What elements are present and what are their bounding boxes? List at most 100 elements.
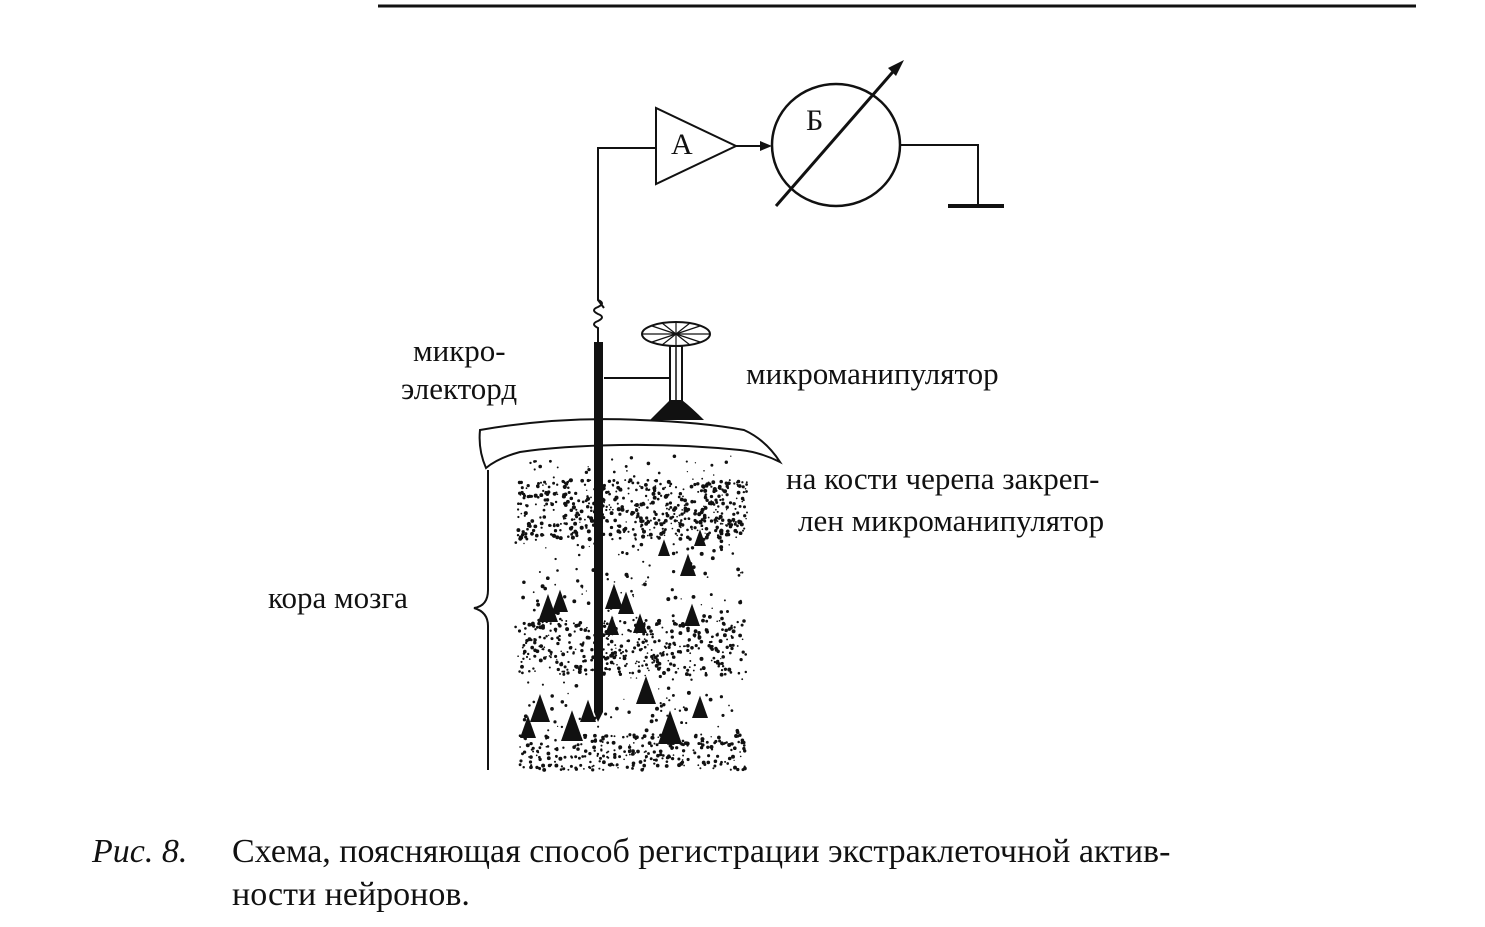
stipple-dot	[532, 608, 536, 612]
stipple-dot	[736, 767, 740, 772]
stipple-dot	[716, 659, 720, 664]
signal-arrowhead	[760, 141, 772, 151]
stipple-dot	[684, 707, 688, 712]
stipple-dot	[728, 501, 733, 505]
stipple-dot	[736, 620, 739, 624]
stipple-dot	[602, 754, 605, 758]
stipple-dot	[615, 763, 619, 767]
stipple-dot	[678, 492, 683, 496]
stipple-dot	[521, 530, 525, 534]
stipple-dot	[585, 504, 590, 509]
stipple-dot	[679, 645, 681, 648]
stipple-dot	[650, 735, 655, 740]
stipple-dot	[627, 745, 632, 749]
stipple-dot	[649, 757, 653, 761]
caption-line2: ности нейронов.	[232, 876, 470, 913]
cortex-bracket	[473, 470, 489, 770]
stipple-dot	[539, 644, 544, 648]
stipple-dot	[605, 662, 609, 666]
stipple-dot	[703, 484, 705, 486]
stipple-dot	[704, 532, 706, 534]
stipple-dot	[710, 736, 712, 738]
stipple-dot	[721, 501, 725, 506]
stipple-dot	[555, 748, 559, 752]
stipple-dot	[672, 619, 675, 623]
stipple-dot	[635, 488, 638, 492]
stipple-dot	[692, 749, 695, 752]
stipple-dot	[676, 515, 678, 518]
stipple-dot	[533, 638, 537, 642]
stipple-dot	[520, 533, 525, 537]
stipple-dot	[680, 622, 685, 626]
stipple-dot	[605, 518, 609, 523]
stipple-dot	[520, 664, 524, 669]
stipple-dot	[710, 659, 713, 662]
stipple-dot	[692, 478, 694, 480]
stipple-dot	[623, 621, 627, 625]
stipple-dot	[670, 588, 674, 592]
stipple-dot	[643, 638, 646, 641]
stipple-dot	[735, 728, 740, 733]
stipple-dot	[523, 511, 528, 516]
stipple-dot	[582, 767, 585, 770]
stipple-dot	[550, 637, 554, 641]
stipple-dot	[517, 491, 522, 495]
stipple-dot	[712, 548, 716, 553]
micromanipulator-label: микроманипулятор	[746, 356, 999, 391]
stipple-dot	[528, 658, 531, 660]
stipple-dot	[529, 755, 533, 759]
stipple-dot	[688, 673, 692, 677]
stipple-dot	[730, 646, 734, 651]
stipple-dot	[670, 651, 675, 656]
stipple-dot	[598, 767, 601, 770]
stipple-dot	[543, 504, 546, 507]
neuron	[538, 594, 558, 622]
stipple-dot	[519, 502, 523, 506]
stipple-dot	[552, 508, 555, 511]
stipple-dot	[674, 708, 676, 710]
stipple-dot	[654, 512, 658, 517]
neuron	[605, 583, 623, 609]
stipple-dot	[739, 755, 742, 758]
stipple-dot	[542, 489, 545, 492]
stipple-dot	[637, 661, 640, 664]
stipple-dot	[540, 584, 545, 589]
microelectrode-label-line1: микро-	[413, 333, 506, 368]
stipple-dot	[693, 526, 697, 530]
stipple-dot	[655, 658, 659, 662]
stipple-dot	[554, 654, 558, 658]
stipple-dot	[659, 702, 662, 705]
stipple-dot	[560, 661, 563, 664]
stipple-dot	[545, 483, 547, 485]
stipple-dot	[675, 551, 678, 554]
stipple-dot	[733, 522, 737, 526]
stipple-dot	[694, 462, 697, 464]
stipple-dot	[618, 755, 622, 759]
stipple-dot	[701, 477, 704, 480]
neurons	[520, 529, 708, 744]
stipple-dot	[567, 660, 570, 664]
stipple-dot	[719, 522, 722, 525]
stipple-dot	[715, 508, 717, 511]
stipple-dot	[638, 506, 641, 509]
stipple-dot	[647, 499, 649, 501]
stipple-dot	[663, 645, 667, 648]
stipple-dot	[514, 625, 517, 629]
stipple-dot	[651, 657, 654, 661]
stipple-dot	[581, 500, 585, 504]
stipple-dot	[645, 516, 649, 520]
stipple-dot	[619, 672, 622, 676]
stipple-dot	[558, 536, 563, 541]
stipple-dot	[665, 631, 668, 634]
stipple-dot	[589, 760, 592, 764]
stipple-dot	[583, 483, 587, 486]
stipple-dot	[717, 632, 719, 635]
stipple-dot	[710, 556, 715, 561]
stipple-dot	[704, 673, 708, 677]
stipple-dot	[543, 480, 547, 484]
stipple-dot	[659, 482, 662, 486]
stipple-dot	[585, 489, 588, 492]
stipple-dot	[626, 735, 629, 738]
neuron	[658, 539, 670, 556]
stipple-dot	[562, 484, 567, 489]
